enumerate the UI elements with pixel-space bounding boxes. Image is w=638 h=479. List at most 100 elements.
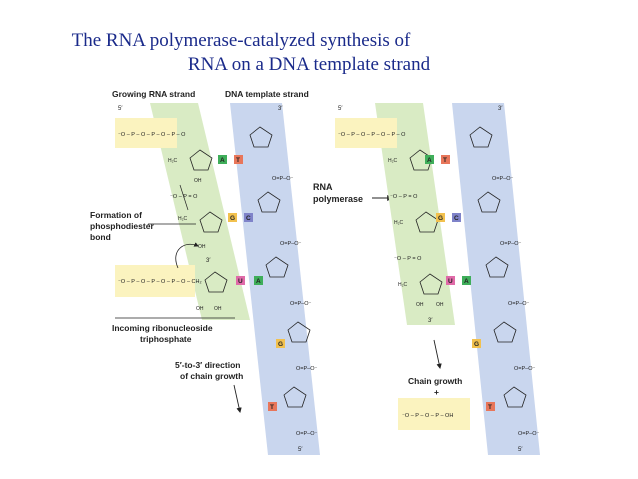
- base-U-rna-left: [236, 276, 245, 285]
- rna-sugar-incoming-left: [204, 271, 228, 293]
- three-prime-dna-left: 3′: [278, 106, 283, 112]
- h2c-label-1-right: H₂C: [388, 158, 398, 164]
- base-C-dna-right-label: C: [454, 215, 459, 222]
- dna-sugar-4-left: [287, 321, 311, 343]
- phosphate-chain-top-right: ⁻O – P – O – P – O – P – O: [338, 132, 406, 138]
- base-C-dna-left-label: C: [246, 215, 251, 222]
- direction-arrow-left: [233, 384, 242, 414]
- rna-sugar-2-left: [199, 211, 223, 233]
- base-T-dna-left: [234, 155, 243, 164]
- base-U-rna-right-label: U: [448, 278, 453, 285]
- dna-phosphate-2-right: O=P–O⁻: [500, 241, 521, 247]
- h2c-label-2-left: H₂C: [178, 216, 188, 222]
- base-G-dna-right: [472, 339, 481, 348]
- base-U-rna-right: [446, 276, 455, 285]
- phosphate-box-top-right: [335, 118, 397, 148]
- base-A-dna-left-label: A: [256, 278, 261, 285]
- base-G-rna-left: [228, 213, 237, 222]
- base-A-rna-right: [425, 155, 434, 164]
- five-prime-dna-left: 5′: [298, 447, 303, 453]
- base-T-dna-right: [441, 155, 450, 164]
- dna-phosphate-3-left: O=P–O⁻: [290, 301, 311, 307]
- three-prime-rna-left: 3′: [206, 258, 211, 264]
- base-A-rna-left: [218, 155, 227, 164]
- oh-label-1-right: OH: [416, 302, 424, 308]
- label-formation-2: phosphodiester: [90, 221, 154, 231]
- dna-phosphate-5-left: O=P–O⁻: [296, 431, 317, 437]
- dna-band-right: [452, 103, 540, 455]
- oh-label-3-left: OH: [196, 306, 204, 312]
- oh-label-2-left: OH: [198, 244, 206, 250]
- dna-band-left: [230, 103, 320, 455]
- phosphate-box-top-left: [115, 118, 177, 148]
- base-T2-dna-left-label: T: [270, 404, 274, 411]
- h2c-label-3-right: H₂C: [398, 282, 408, 288]
- rna-band-left: [150, 103, 250, 320]
- dna-sugar-2-left: [257, 191, 281, 213]
- phosphate-mid-right-1: ⁻O – P = O: [390, 194, 418, 200]
- rna-sugar-1-left: [189, 149, 213, 171]
- base-G-rna-right: [436, 213, 445, 222]
- rna-sugar-2-right: [415, 211, 439, 233]
- dna-phosphate-1-right: O=P–O⁻: [492, 176, 513, 182]
- label-rna-pol-1: RNA: [313, 182, 333, 192]
- left-panel: Growing RNA strand DNA template strand 5…: [90, 89, 320, 455]
- oh-label-1-left: OH: [194, 178, 202, 184]
- oh-label-4-left: OH: [214, 306, 222, 312]
- title-line-2: RNA on a DNA template strand: [187, 54, 431, 75]
- rna-backbone-left: [179, 184, 189, 211]
- right-panel: 5′ 3′ ⁻O – P – O – P – O – P – O H₂C H₂C…: [335, 103, 540, 455]
- title-line-1: The RNA polymerase-catalyzed synthesis o…: [71, 30, 411, 51]
- base-T2-dna-right: [486, 402, 495, 411]
- dna-sugar-1-left: [249, 126, 273, 148]
- base-G-dna-left-label: G: [278, 341, 283, 348]
- dna-phosphate-4-right: O=P–O⁻: [514, 366, 535, 372]
- dna-phosphate-1-left: O=P–O⁻: [272, 176, 293, 182]
- dna-phosphate-3-right: O=P–O⁻: [508, 301, 529, 307]
- label-incoming-2: triphosphate: [140, 334, 192, 344]
- h2c-label-1-left: H₂C: [168, 158, 178, 164]
- dna-phosphate-5-right: O=P–O⁻: [518, 431, 539, 437]
- phosphodiester-arrow-left: [175, 242, 199, 269]
- base-C-dna-left: [244, 213, 253, 222]
- base-G-rna-right-label: G: [438, 215, 443, 222]
- dna-sugar-2-right: [477, 191, 501, 213]
- base-T2-dna-right-label: T: [488, 404, 492, 411]
- label-formation-1: Formation of: [90, 210, 142, 220]
- phosphate-box-incoming-left: [115, 265, 195, 297]
- dna-phosphate-4-left: O=P–O⁻: [296, 366, 317, 372]
- pyrophosphate-box: [398, 398, 470, 430]
- base-A-dna-right: [462, 276, 471, 285]
- phosphate-mid-right-2: ⁻O – P = O: [394, 256, 422, 262]
- dna-sugar-5-left: [283, 386, 307, 408]
- phosphate-mid-left: ⁻O – P = O: [170, 194, 198, 200]
- oh-label-2-right: OH: [436, 302, 444, 308]
- base-A-dna-left: [254, 276, 263, 285]
- h2c-label-2-right: H₂C: [394, 220, 404, 226]
- base-A-rna-left-label: A: [220, 157, 225, 164]
- center-rna-polymerase: RNA polymerase: [313, 182, 394, 204]
- base-A-rna-right-label: A: [427, 157, 432, 164]
- rna-band-right: [375, 103, 455, 325]
- dna-sugar-5-right: [503, 386, 527, 408]
- base-A-dna-right-label: A: [464, 278, 469, 285]
- label-growing-rna: Growing RNA strand: [112, 89, 195, 99]
- base-T2-dna-left: [268, 402, 277, 411]
- five-prime-dna-right: 5′: [518, 447, 523, 453]
- label-chain-growth-2: +: [434, 387, 439, 397]
- base-G-dna-right-label: G: [474, 341, 479, 348]
- three-prime-dna-right: 3′: [498, 106, 503, 112]
- base-C-dna-right: [452, 213, 461, 222]
- label-direction-1: 5′-to-3′ direction: [175, 360, 240, 370]
- label-incoming-1: Incoming ribonucleoside: [112, 323, 213, 333]
- label-direction-2: of chain growth: [180, 371, 243, 381]
- chain-growth-arrow: [433, 339, 442, 370]
- dna-sugar-3-right: [485, 256, 509, 278]
- pyrophosphate-chain: ⁻O – P – O – P – OH: [402, 413, 453, 419]
- label-dna-template: DNA template strand: [225, 89, 309, 99]
- rna-sugar-3-right: [419, 273, 443, 295]
- base-G-rna-left-label: G: [230, 215, 235, 222]
- dna-sugar-4-right: [493, 321, 517, 343]
- dna-phosphate-2-left: O=P–O⁻: [280, 241, 301, 247]
- base-T-dna-right-label: T: [443, 157, 447, 164]
